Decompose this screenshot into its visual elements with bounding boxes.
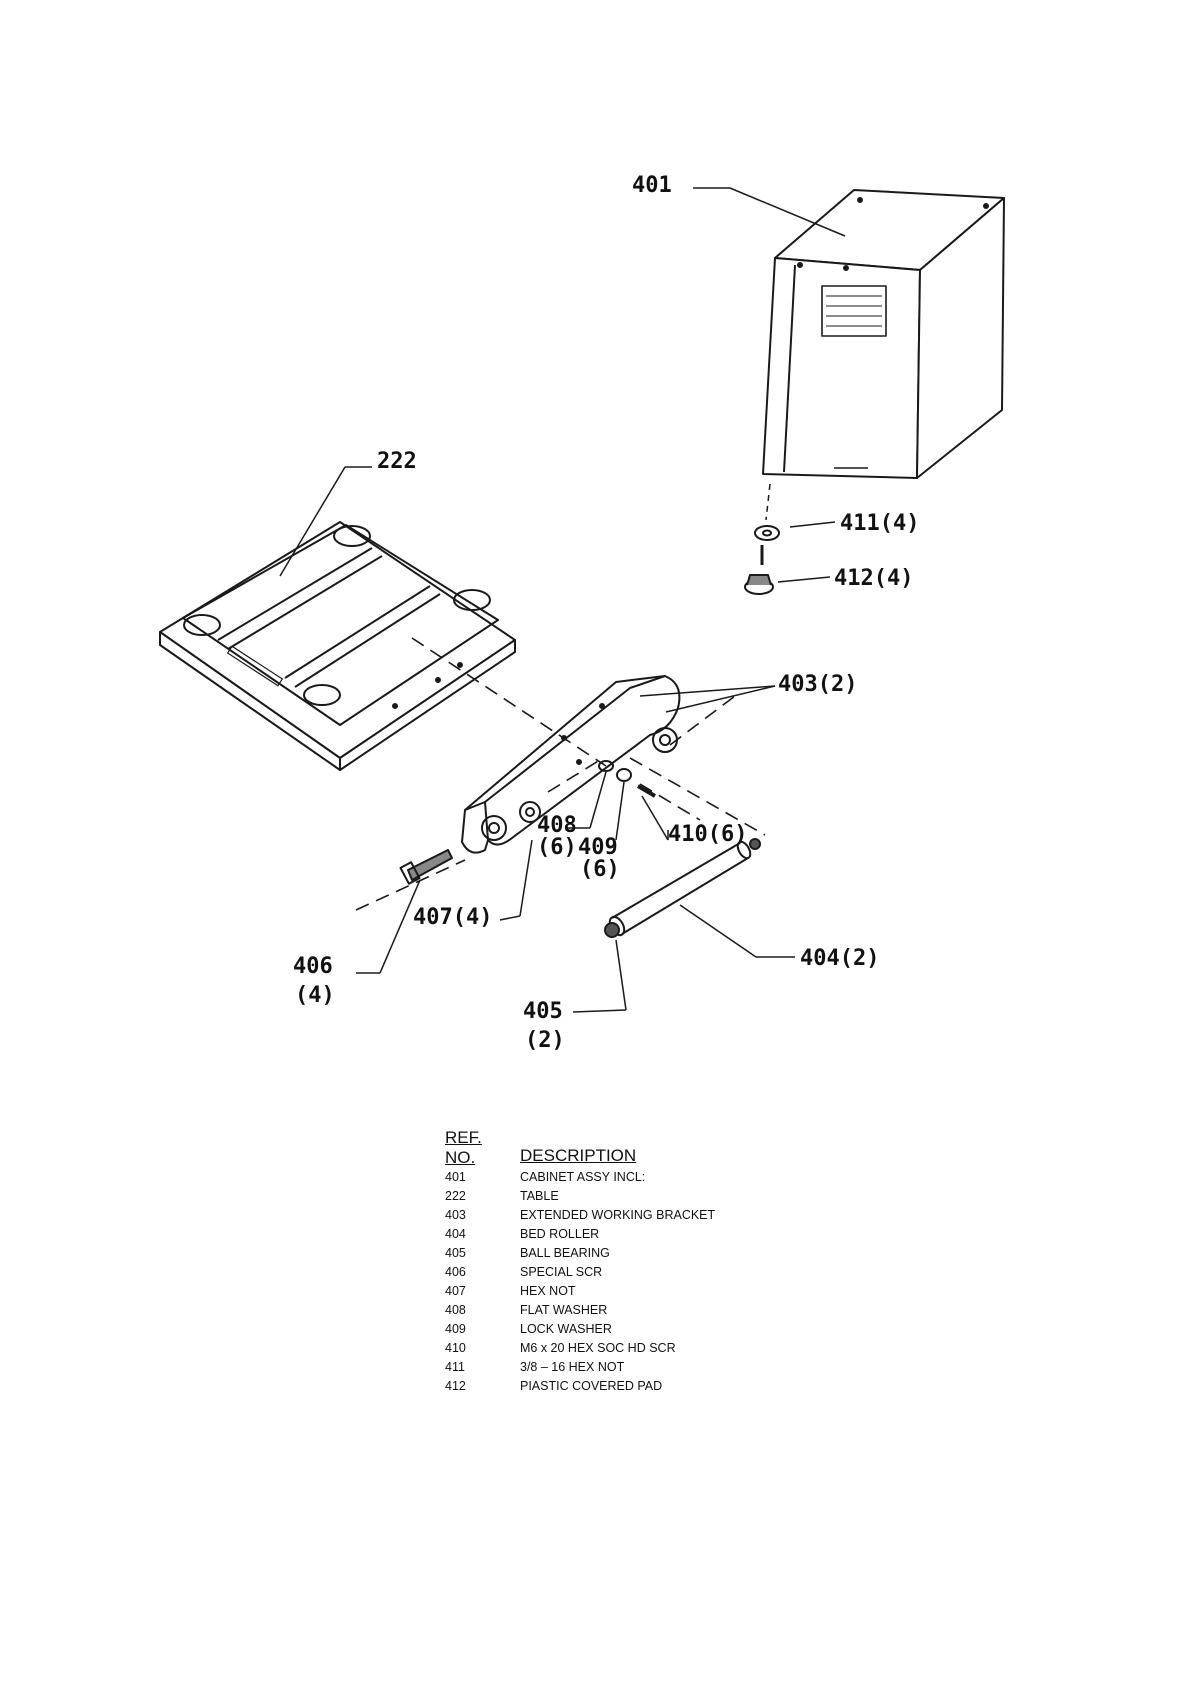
legend-row: 409 LOCK WASHER — [445, 1320, 865, 1339]
legend-desc: BALL BEARING — [520, 1246, 610, 1260]
legend-row: 412 PIASTIC COVERED PAD — [445, 1377, 865, 1396]
legend-ref: 407 — [445, 1284, 466, 1298]
legend-ref: 404 — [445, 1227, 466, 1241]
legend-desc: BED ROLLER — [520, 1227, 600, 1241]
legend-row: 406 SPECIAL SCR — [445, 1263, 865, 1282]
legend-ref: 412 — [445, 1379, 466, 1393]
legend-row: 410 M6 x 20 HEX SOC HD SCR — [445, 1339, 865, 1358]
legend-desc: 3/8 – 16 HEX NOT — [520, 1360, 625, 1374]
legend-desc: TABLE — [520, 1189, 559, 1203]
cabinet-part — [762, 189, 1005, 479]
legend-row: 407 HEX NOT — [445, 1282, 865, 1301]
legend-header-ref-line1: REF. — [445, 1128, 482, 1147]
callout-411: 411(4) — [840, 511, 919, 536]
flat-washer-408-part — [598, 760, 614, 772]
hex-soc-screw-410-part — [636, 784, 657, 798]
callout-409: 409 — [578, 835, 618, 860]
legend-header-description: DESCRIPTION — [520, 1146, 637, 1165]
legend-ref: 411 — [445, 1360, 465, 1374]
legend-row: 408 FLAT WASHER — [445, 1301, 865, 1320]
callout-406-qty: (4) — [295, 983, 335, 1008]
legend-desc: M6 x 20 HEX SOC HD SCR — [520, 1341, 676, 1355]
lock-washer-409-part — [616, 768, 632, 782]
bracket-part — [461, 675, 681, 854]
legend-ref: 408 — [445, 1303, 466, 1317]
hex-nut-411-part — [754, 483, 780, 541]
callout-401: 401 — [632, 173, 672, 198]
legend-row: 411 3/8 – 16 HEX NOT — [445, 1358, 865, 1377]
legend-header-ref: REF. NO. — [445, 1128, 520, 1168]
legend-desc: PIASTIC COVERED PAD — [520, 1379, 663, 1393]
legend-ref: 403 — [445, 1208, 466, 1222]
callout-408: 408 — [537, 813, 577, 838]
legend-ref: 410 — [445, 1341, 466, 1355]
legend-ref: 409 — [445, 1322, 466, 1336]
special-screw-406-part — [399, 849, 453, 885]
legend-ref: 222 — [445, 1189, 466, 1203]
legend-row: 222 TABLE — [445, 1187, 865, 1206]
legend-desc: LOCK WASHER — [520, 1322, 612, 1336]
callout-407: 407(4) — [413, 905, 492, 930]
table-part — [159, 521, 516, 771]
assembly-lines — [355, 637, 766, 911]
covered-pad-412-part — [744, 545, 774, 595]
callout-405: 405 — [523, 999, 563, 1024]
legend-row: 401 CABINET ASSY INCL: — [445, 1168, 865, 1187]
legend-desc: EXTENDED WORKING BRACKET — [520, 1208, 716, 1222]
leader-lines — [279, 187, 846, 1013]
legend-header: REF. NO. DESCRIPTION — [445, 1128, 865, 1168]
legend-desc: HEX NOT — [520, 1284, 576, 1298]
bed-roller-part — [604, 838, 761, 938]
callout-406: 406 — [293, 954, 333, 979]
callout-410: 410(6) — [668, 822, 747, 847]
callout-408-qty: (6) — [537, 835, 577, 860]
callout-222: 222 — [377, 449, 417, 474]
legend-row: 403 EXTENDED WORKING BRACKET — [445, 1206, 865, 1225]
legend-row: 404 BED ROLLER — [445, 1225, 865, 1244]
legend-ref: 405 — [445, 1246, 466, 1260]
parts-legend: REF. NO. DESCRIPTION 401 CABINET ASSY INC… — [445, 1128, 865, 1396]
legend-desc: SPECIAL SCR — [520, 1265, 603, 1279]
callout-404: 404(2) — [800, 946, 879, 971]
legend-desc: CABINET ASSY INCL: — [520, 1170, 646, 1184]
legend-desc: FLAT WASHER — [520, 1303, 608, 1317]
callout-409-qty: (6) — [580, 857, 620, 882]
legend-header-ref-line2: NO. — [445, 1148, 476, 1167]
legend-row: 405 BALL BEARING — [445, 1244, 865, 1263]
callout-412: 412(4) — [834, 566, 913, 591]
callout-403: 403(2) — [778, 672, 857, 697]
callout-405-qty: (2) — [525, 1028, 565, 1053]
legend-ref: 406 — [445, 1265, 466, 1279]
legend-ref: 401 — [445, 1170, 466, 1184]
